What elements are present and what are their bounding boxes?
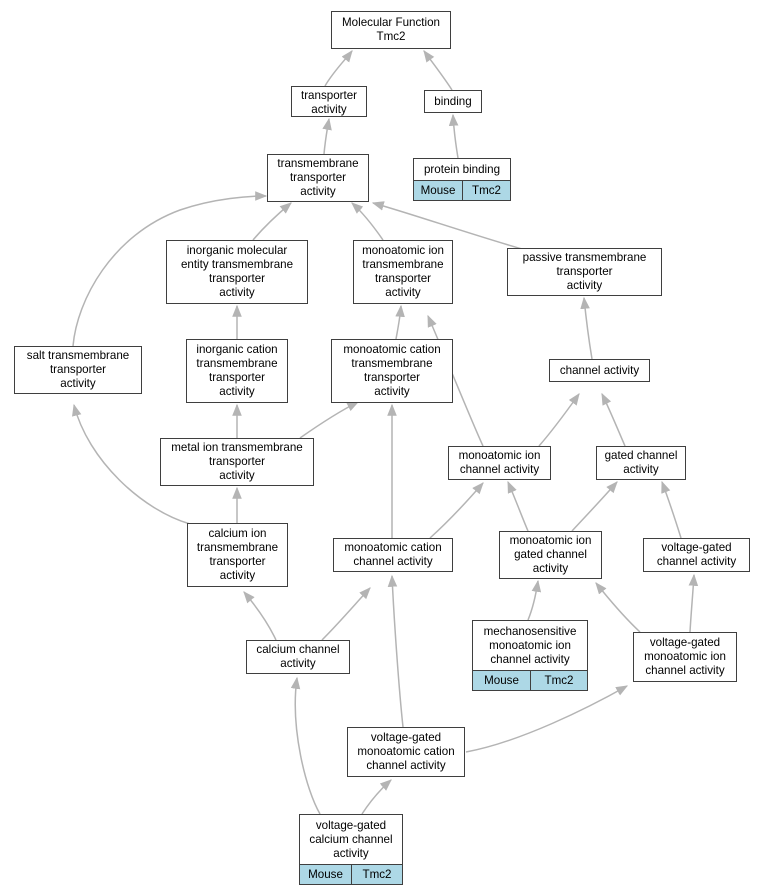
- go-term-node-monoatomic_cation_transmembrane[interactable]: monoatomic cation transmembrane transpor…: [331, 339, 453, 403]
- graph-edge: [243, 591, 277, 641]
- go-term-label: transporter activity: [300, 89, 358, 116]
- go-term-label: channel activity: [559, 363, 640, 377]
- go-term-node-inorganic_molecular_entity[interactable]: inorganic molecular entity transmembrane…: [166, 240, 308, 304]
- go-term-label: passive transmembrane transporter activi…: [522, 251, 647, 292]
- species-badge[interactable]: Mouse: [300, 865, 351, 884]
- go-term-node-gated_channel_activity[interactable]: gated channel activity: [596, 446, 686, 480]
- graph-edge: [321, 587, 371, 641]
- go-term-node-transmembrane_transporter_activity[interactable]: transmembrane transporter activity: [267, 154, 369, 202]
- go-term-node-transporter_activity[interactable]: transporter activity: [291, 86, 367, 117]
- graph-edge: [299, 401, 360, 439]
- graph-edge: [324, 50, 353, 87]
- graph-edge: [371, 201, 523, 250]
- graph-edge: [351, 202, 384, 241]
- species-badge[interactable]: Mouse: [473, 671, 530, 690]
- go-term-label: inorganic molecular entity transmembrane…: [180, 244, 294, 299]
- edges-group: [72, 50, 699, 815]
- go-term-label: salt transmembrane transporter activity: [26, 349, 130, 390]
- graph-edge: [290, 676, 321, 815]
- graph-edge: [688, 573, 699, 633]
- go-term-label: Molecular Function Tmc2: [342, 16, 440, 43]
- go-term-label: metal ion transmembrane transporter acti…: [171, 441, 303, 482]
- go-term-label: monoatomic ion channel activity: [458, 449, 541, 476]
- go-term-label: monoatomic cation channel activity: [344, 541, 442, 568]
- go-term-node-salt_transmembrane[interactable]: salt transmembrane transporter activity: [14, 346, 142, 394]
- gene-badge[interactable]: Tmc2: [462, 181, 510, 200]
- graph-edge: [72, 191, 268, 347]
- go-term-label: monoatomic ion gated channel activity: [509, 534, 592, 575]
- go-term-node-monoatomic_cation_channel[interactable]: monoatomic cation channel activity: [333, 538, 453, 572]
- go-term-node-binding[interactable]: binding: [424, 90, 482, 113]
- graph-edge: [322, 117, 332, 155]
- graph-edge: [538, 393, 580, 447]
- go-term-node-mechanosensitive_monoatomic_ion_channel[interactable]: mechanosensitive monoatomic ion channel …: [472, 620, 588, 691]
- go-term-label: binding: [434, 94, 472, 108]
- go-term-label: voltage-gated monoatomic cation channel …: [357, 731, 455, 772]
- graph-edge: [252, 202, 292, 241]
- go-term-node-monoatomic_ion_gated_channel[interactable]: monoatomic ion gated channel activity: [499, 531, 602, 579]
- go-term-node-monoatomic_ion_transmembrane[interactable]: monoatomic ion transmembrane transporter…: [353, 240, 453, 304]
- graph-edge: [580, 296, 593, 360]
- species-badge[interactable]: Mouse: [414, 181, 462, 200]
- graph-edge: [601, 392, 626, 447]
- go-term-label: calcium ion transmembrane transporter ac…: [196, 527, 279, 582]
- go-term-node-calcium_channel_activity[interactable]: calcium channel activity: [246, 640, 350, 674]
- graph-edge: [448, 113, 459, 159]
- go-term-label: calcium channel activity: [256, 643, 340, 670]
- graph-edge: [595, 582, 641, 633]
- graph-edge: [72, 403, 191, 525]
- go-term-node-passive_transmembrane[interactable]: passive transmembrane transporter activi…: [507, 248, 662, 296]
- go-term-node-inorganic_cation_transmembrane[interactable]: inorganic cation transmembrane transport…: [186, 339, 288, 403]
- go-term-label: gated channel activity: [604, 449, 678, 476]
- go-term-label: monoatomic cation transmembrane transpor…: [343, 343, 441, 398]
- graph-edge: [527, 579, 542, 621]
- go-term-node-monoatomic_ion_channel[interactable]: monoatomic ion channel activity: [448, 446, 551, 480]
- go-term-label: voltage-gated channel activity: [656, 541, 737, 568]
- graph-edge: [465, 685, 629, 753]
- graph-edge: [427, 314, 484, 447]
- go-term-label: inorganic cation transmembrane transport…: [196, 343, 278, 398]
- go-term-node-root[interactable]: Molecular Function Tmc2: [331, 11, 451, 49]
- graph-edge: [423, 50, 453, 91]
- graph-edge: [361, 779, 392, 815]
- go-term-label: protein binding: [423, 162, 501, 176]
- go-term-node-voltage_gated_monoatomic_cation_channel[interactable]: voltage-gated monoatomic cation channel …: [347, 727, 465, 777]
- go-term-label: voltage-gated monoatomic ion channel act…: [644, 636, 726, 677]
- gene-badge[interactable]: Tmc2: [530, 671, 587, 690]
- go-term-label: mechanosensitive monoatomic ion channel …: [483, 624, 577, 666]
- graph-edge: [387, 574, 404, 728]
- graph-edge: [571, 481, 618, 532]
- go-term-label: transmembrane transporter activity: [277, 157, 359, 198]
- go-term-node-calcium_ion_transmembrane[interactable]: calcium ion transmembrane transporter ac…: [187, 523, 288, 587]
- go-term-label: voltage-gated calcium channel activity: [309, 818, 393, 860]
- gene-badge[interactable]: Tmc2: [351, 865, 402, 884]
- go-term-node-metal_ion_transmembrane[interactable]: metal ion transmembrane transporter acti…: [160, 438, 314, 486]
- graph-edge: [507, 480, 529, 532]
- graph-edge: [429, 482, 484, 539]
- go-term-node-channel_activity[interactable]: channel activity: [549, 359, 650, 382]
- graph-edge: [661, 480, 682, 539]
- go-term-node-voltage_gated_channel[interactable]: voltage-gated channel activity: [643, 538, 750, 572]
- go-term-node-voltage_gated_monoatomic_ion_channel[interactable]: voltage-gated monoatomic ion channel act…: [633, 632, 737, 682]
- go-term-label: monoatomic ion transmembrane transporter…: [362, 244, 444, 299]
- graph-edge: [395, 304, 405, 340]
